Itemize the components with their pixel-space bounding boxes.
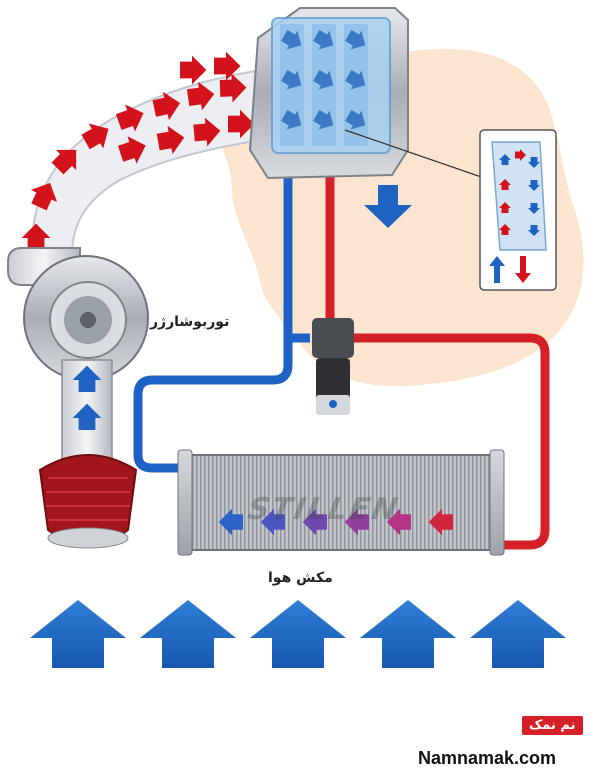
arrow-red-icon: [115, 104, 144, 132]
arrow-red-icon: [219, 73, 247, 103]
arrow-up-big-icon: [30, 600, 126, 668]
arrow-blue-icon: [528, 180, 540, 191]
arrow-blue-icon: [345, 30, 366, 50]
air-intake-label: مکش هوا: [268, 570, 333, 586]
arrow-red-icon: [152, 91, 181, 121]
coolant-pump: [312, 318, 354, 415]
inset-leader-line: [344, 129, 491, 181]
intercooler-arrows: [218, 508, 453, 536]
arrow-blue-icon: [281, 70, 302, 90]
inset-hot-out-icon: [515, 256, 531, 283]
arrow-up-big-icon: [140, 600, 236, 668]
arrow-blue-icon: [313, 110, 334, 130]
intake-manifold: [248, 7, 409, 180]
inset-arrows: [499, 149, 540, 236]
arrow-blue-icon: [345, 110, 366, 130]
arrow-blue-icon: [499, 154, 511, 165]
arrow-red-icon: [428, 508, 453, 536]
arrow-red-icon: [386, 508, 411, 536]
arrow-red-icon: [30, 182, 58, 211]
site-badge: نم نمک: [522, 716, 583, 735]
arrow-red-icon: [193, 117, 221, 147]
arrow-red-icon: [81, 123, 109, 150]
arrow-blue-icon: [260, 508, 285, 536]
arrow-red-icon: [21, 223, 51, 250]
inset-cold-in-icon: [489, 256, 505, 283]
manifold-air-arrows: [281, 30, 366, 130]
turbocharger-label: توربوشارژر: [150, 314, 230, 330]
intercooler: [177, 449, 505, 556]
cooler-brand-logo: STILLEN: [244, 492, 403, 527]
arrow-red-icon: [180, 55, 207, 85]
arrow-blue-icon: [345, 70, 366, 90]
arrow-blue-icon: [72, 403, 102, 430]
arrow-up-big-icon: [470, 600, 566, 668]
arrow-red-icon: [499, 202, 511, 213]
arrow-blue-icon: [313, 70, 334, 90]
arrow-red-icon: [51, 149, 77, 175]
air-filter: [38, 454, 138, 549]
arrow-red-icon: [515, 149, 526, 161]
turbo-inlet-arrows: [72, 365, 102, 430]
arrow-up-big-icon: [360, 600, 456, 668]
arrow-red-icon: [117, 136, 146, 164]
arrow-blue-icon: [302, 508, 327, 536]
arrow-blue-icon: [218, 508, 243, 536]
arrow-blue-icon: [313, 30, 334, 50]
air-intake-arrows: [30, 600, 566, 668]
outlet-arrow-icon: [364, 185, 412, 228]
intercooler-detail-inset: [479, 129, 557, 291]
arrow-red-icon: [156, 125, 185, 155]
arrow-red-icon: [344, 508, 369, 536]
turbocharger: [7, 247, 149, 461]
charge-air-arrows: [21, 51, 255, 250]
arrow-red-icon: [499, 224, 511, 235]
arrow-blue-icon: [528, 225, 540, 236]
arrow-red-icon: [499, 179, 511, 190]
site-url: Namnamak.com: [418, 748, 557, 768]
arrow-blue-icon: [528, 203, 540, 214]
arrow-red-icon: [186, 81, 215, 111]
arrow-up-big-icon: [250, 600, 346, 668]
coolant-pipes: [133, 170, 550, 550]
arrow-red-icon: [228, 109, 255, 139]
cold-coolant-pipe: [133, 170, 293, 473]
arrow-blue-icon: [528, 157, 540, 168]
arrow-blue-icon: [281, 110, 302, 130]
hot-coolant-pipe-return: [347, 333, 550, 550]
arrow-blue-icon: [72, 365, 102, 392]
arrow-blue-icon: [281, 30, 302, 50]
arrow-red-icon: [214, 51, 241, 81]
